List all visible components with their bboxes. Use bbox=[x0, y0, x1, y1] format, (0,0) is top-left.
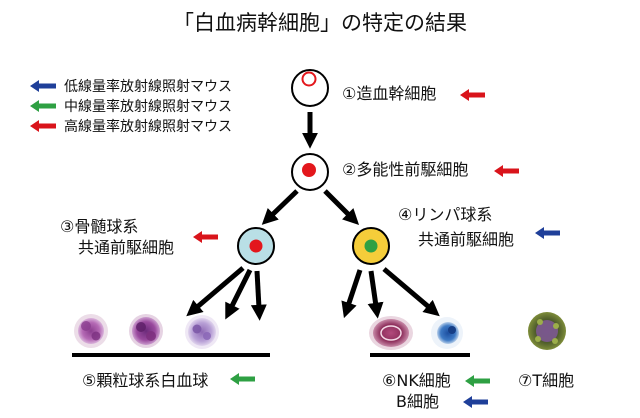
granulocyte-label: ⑤顆粒球系白血球 bbox=[82, 371, 209, 390]
arrow-left-icon bbox=[494, 165, 519, 177]
nk-cell bbox=[369, 316, 413, 350]
arrow-mpp-to-lymphoid bbox=[323, 189, 360, 226]
granulocyte-cell-1 bbox=[74, 314, 108, 348]
b-cell-label: B細胞 bbox=[396, 392, 439, 411]
lymphoid-progenitor-label-1: ④リンパ球系 bbox=[398, 205, 493, 224]
nk-cell-label: ⑥NK細胞 bbox=[382, 371, 451, 390]
legend-label: 高線量率放射線照射マウス bbox=[64, 119, 232, 135]
legend-label: 中線量率放射線照射マウス bbox=[64, 99, 232, 115]
arrow-left-icon bbox=[193, 231, 218, 243]
t-cell-label: ⑦T細胞 bbox=[518, 371, 575, 390]
mpp-cell bbox=[291, 153, 329, 191]
lymphoid-progenitor-cell bbox=[352, 227, 390, 265]
arrow-myeloid-to-granulocyte-2 bbox=[225, 268, 253, 320]
arrow-lymphoid-to-nk-1 bbox=[341, 269, 363, 319]
arrow-myeloid-to-granulocyte-3 bbox=[250, 270, 267, 321]
arrow-lymphoid-to-nk-2 bbox=[367, 270, 384, 319]
mpp-label: ②多能性前駆細胞 bbox=[342, 160, 469, 179]
arrow-left-icon bbox=[30, 120, 56, 132]
arrow-left-icon bbox=[30, 100, 56, 112]
arrow-left-icon bbox=[30, 80, 56, 92]
myeloid-progenitor-cell bbox=[237, 227, 275, 265]
t-cell bbox=[528, 312, 566, 350]
granulocyte-cell-2 bbox=[129, 314, 163, 348]
lymphocyte-bar bbox=[370, 353, 470, 357]
myeloid-progenitor-label-1: ③骨髄球系 bbox=[60, 217, 139, 236]
arrow-lymphoid-to-b bbox=[382, 267, 440, 317]
hsc-cell bbox=[291, 69, 329, 107]
legend-item-high-dose: 高線量率放射線照射マウス bbox=[30, 116, 232, 136]
legend-label: 低線量率放射線照射マウス bbox=[64, 79, 232, 95]
arrow-left-icon bbox=[230, 373, 255, 385]
hsc-label: ①造血幹細胞 bbox=[342, 84, 437, 103]
arrow-mpp-to-myeloid bbox=[261, 189, 299, 225]
lymphoid-progenitor-label-2: 共通前駆細胞 bbox=[418, 230, 515, 249]
arrow-left-icon bbox=[535, 227, 560, 239]
arrow-myeloid-to-granulocyte-1 bbox=[186, 266, 245, 317]
arrow-left-icon bbox=[463, 396, 488, 408]
granulocyte-bar bbox=[72, 353, 270, 357]
legend-item-low-dose: 低線量率放射線照射マウス bbox=[30, 76, 232, 96]
lineage-arrows bbox=[186, 112, 440, 321]
legend-item-mid-dose: 中線量率放射線照射マウス bbox=[30, 96, 232, 116]
granulocyte-cell-3 bbox=[185, 315, 219, 349]
arrow-left-icon bbox=[465, 375, 490, 387]
page-title: 「白血病幹細胞」の特定の結果 bbox=[173, 11, 467, 35]
arrow-left-icon bbox=[460, 89, 485, 101]
b-cell bbox=[431, 317, 463, 349]
dose-markers bbox=[193, 89, 560, 408]
myeloid-progenitor-label-2: 共通前駆細胞 bbox=[78, 238, 175, 257]
